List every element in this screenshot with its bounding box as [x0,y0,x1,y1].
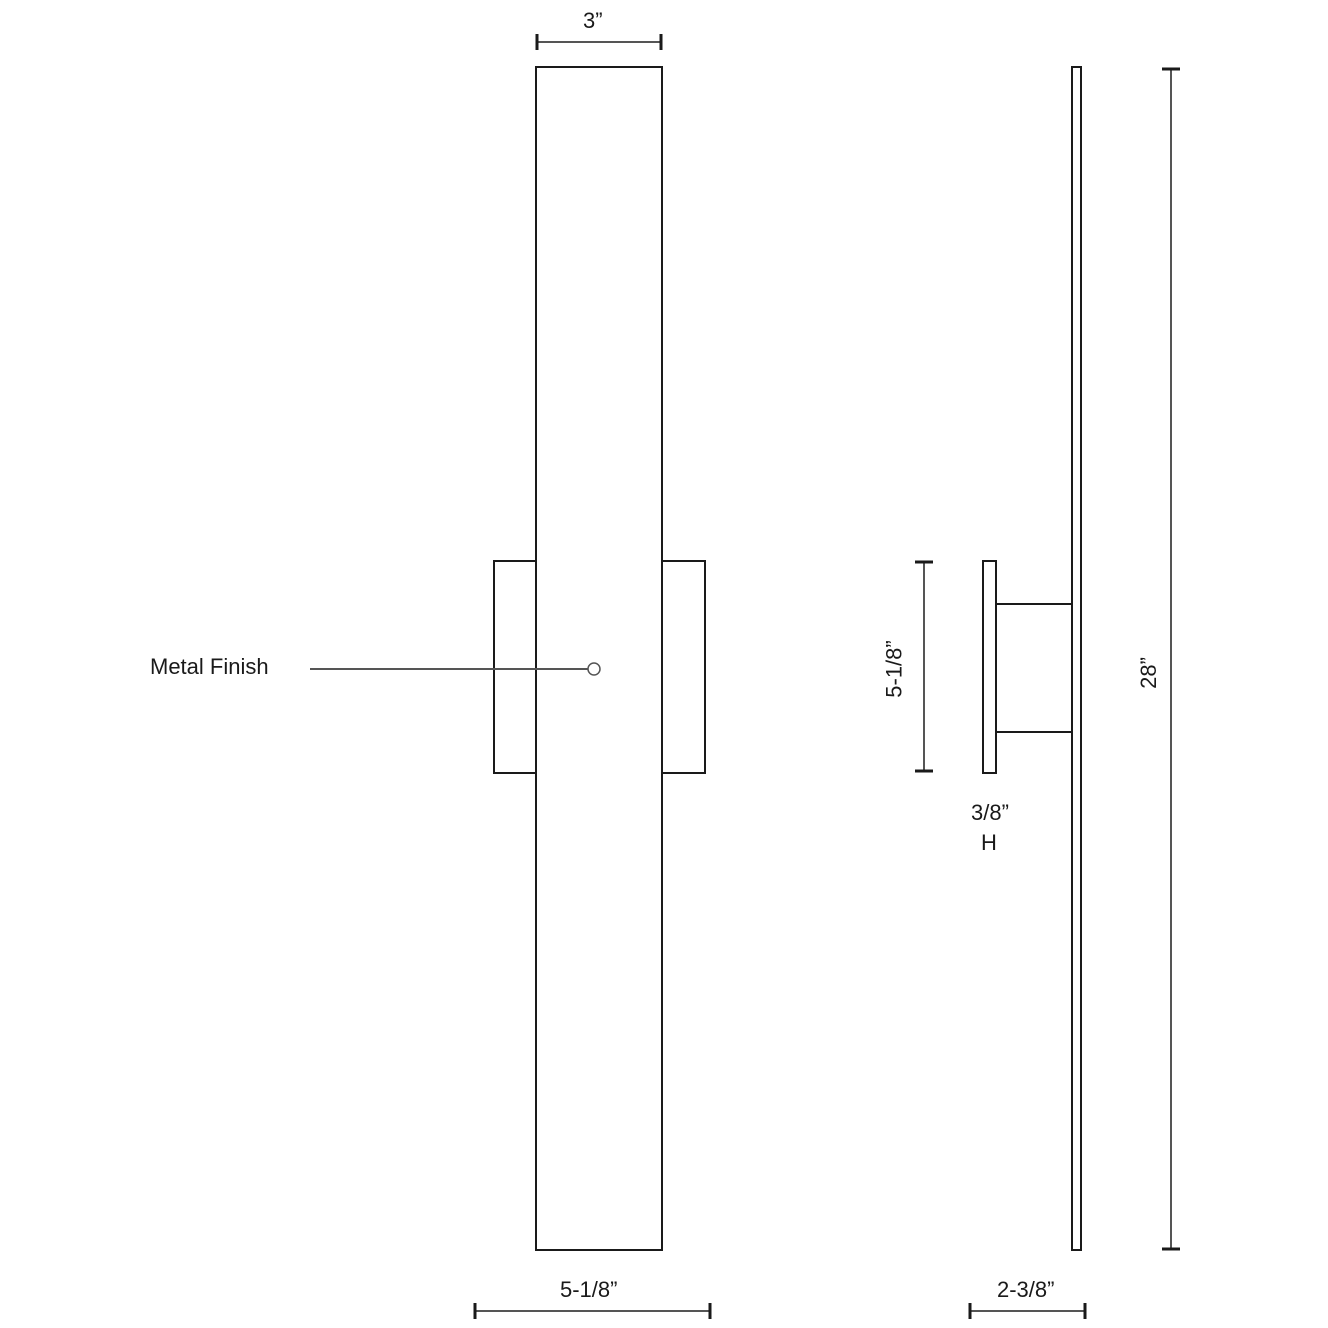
side-plate [1071,66,1082,1251]
front-width-label: 3” [583,8,603,33]
metal-finish-callout-label: Metal Finish [150,654,269,679]
overall-height-label: 28” [1135,657,1161,689]
side-mount [982,560,997,774]
mount-height-label: 5-1/8” [881,640,907,698]
front-backplate-left [493,560,537,774]
mount-thickness-label: 3/8” [971,800,1009,825]
callout-marker-icon [587,662,601,676]
front-body [535,66,663,1251]
front-backplate-width-label: 5-1/8” [560,1277,618,1302]
mount-thickness-sublabel: H [981,830,997,855]
side-depth-label: 2-3/8” [997,1277,1055,1302]
front-backplate-right [661,560,706,774]
